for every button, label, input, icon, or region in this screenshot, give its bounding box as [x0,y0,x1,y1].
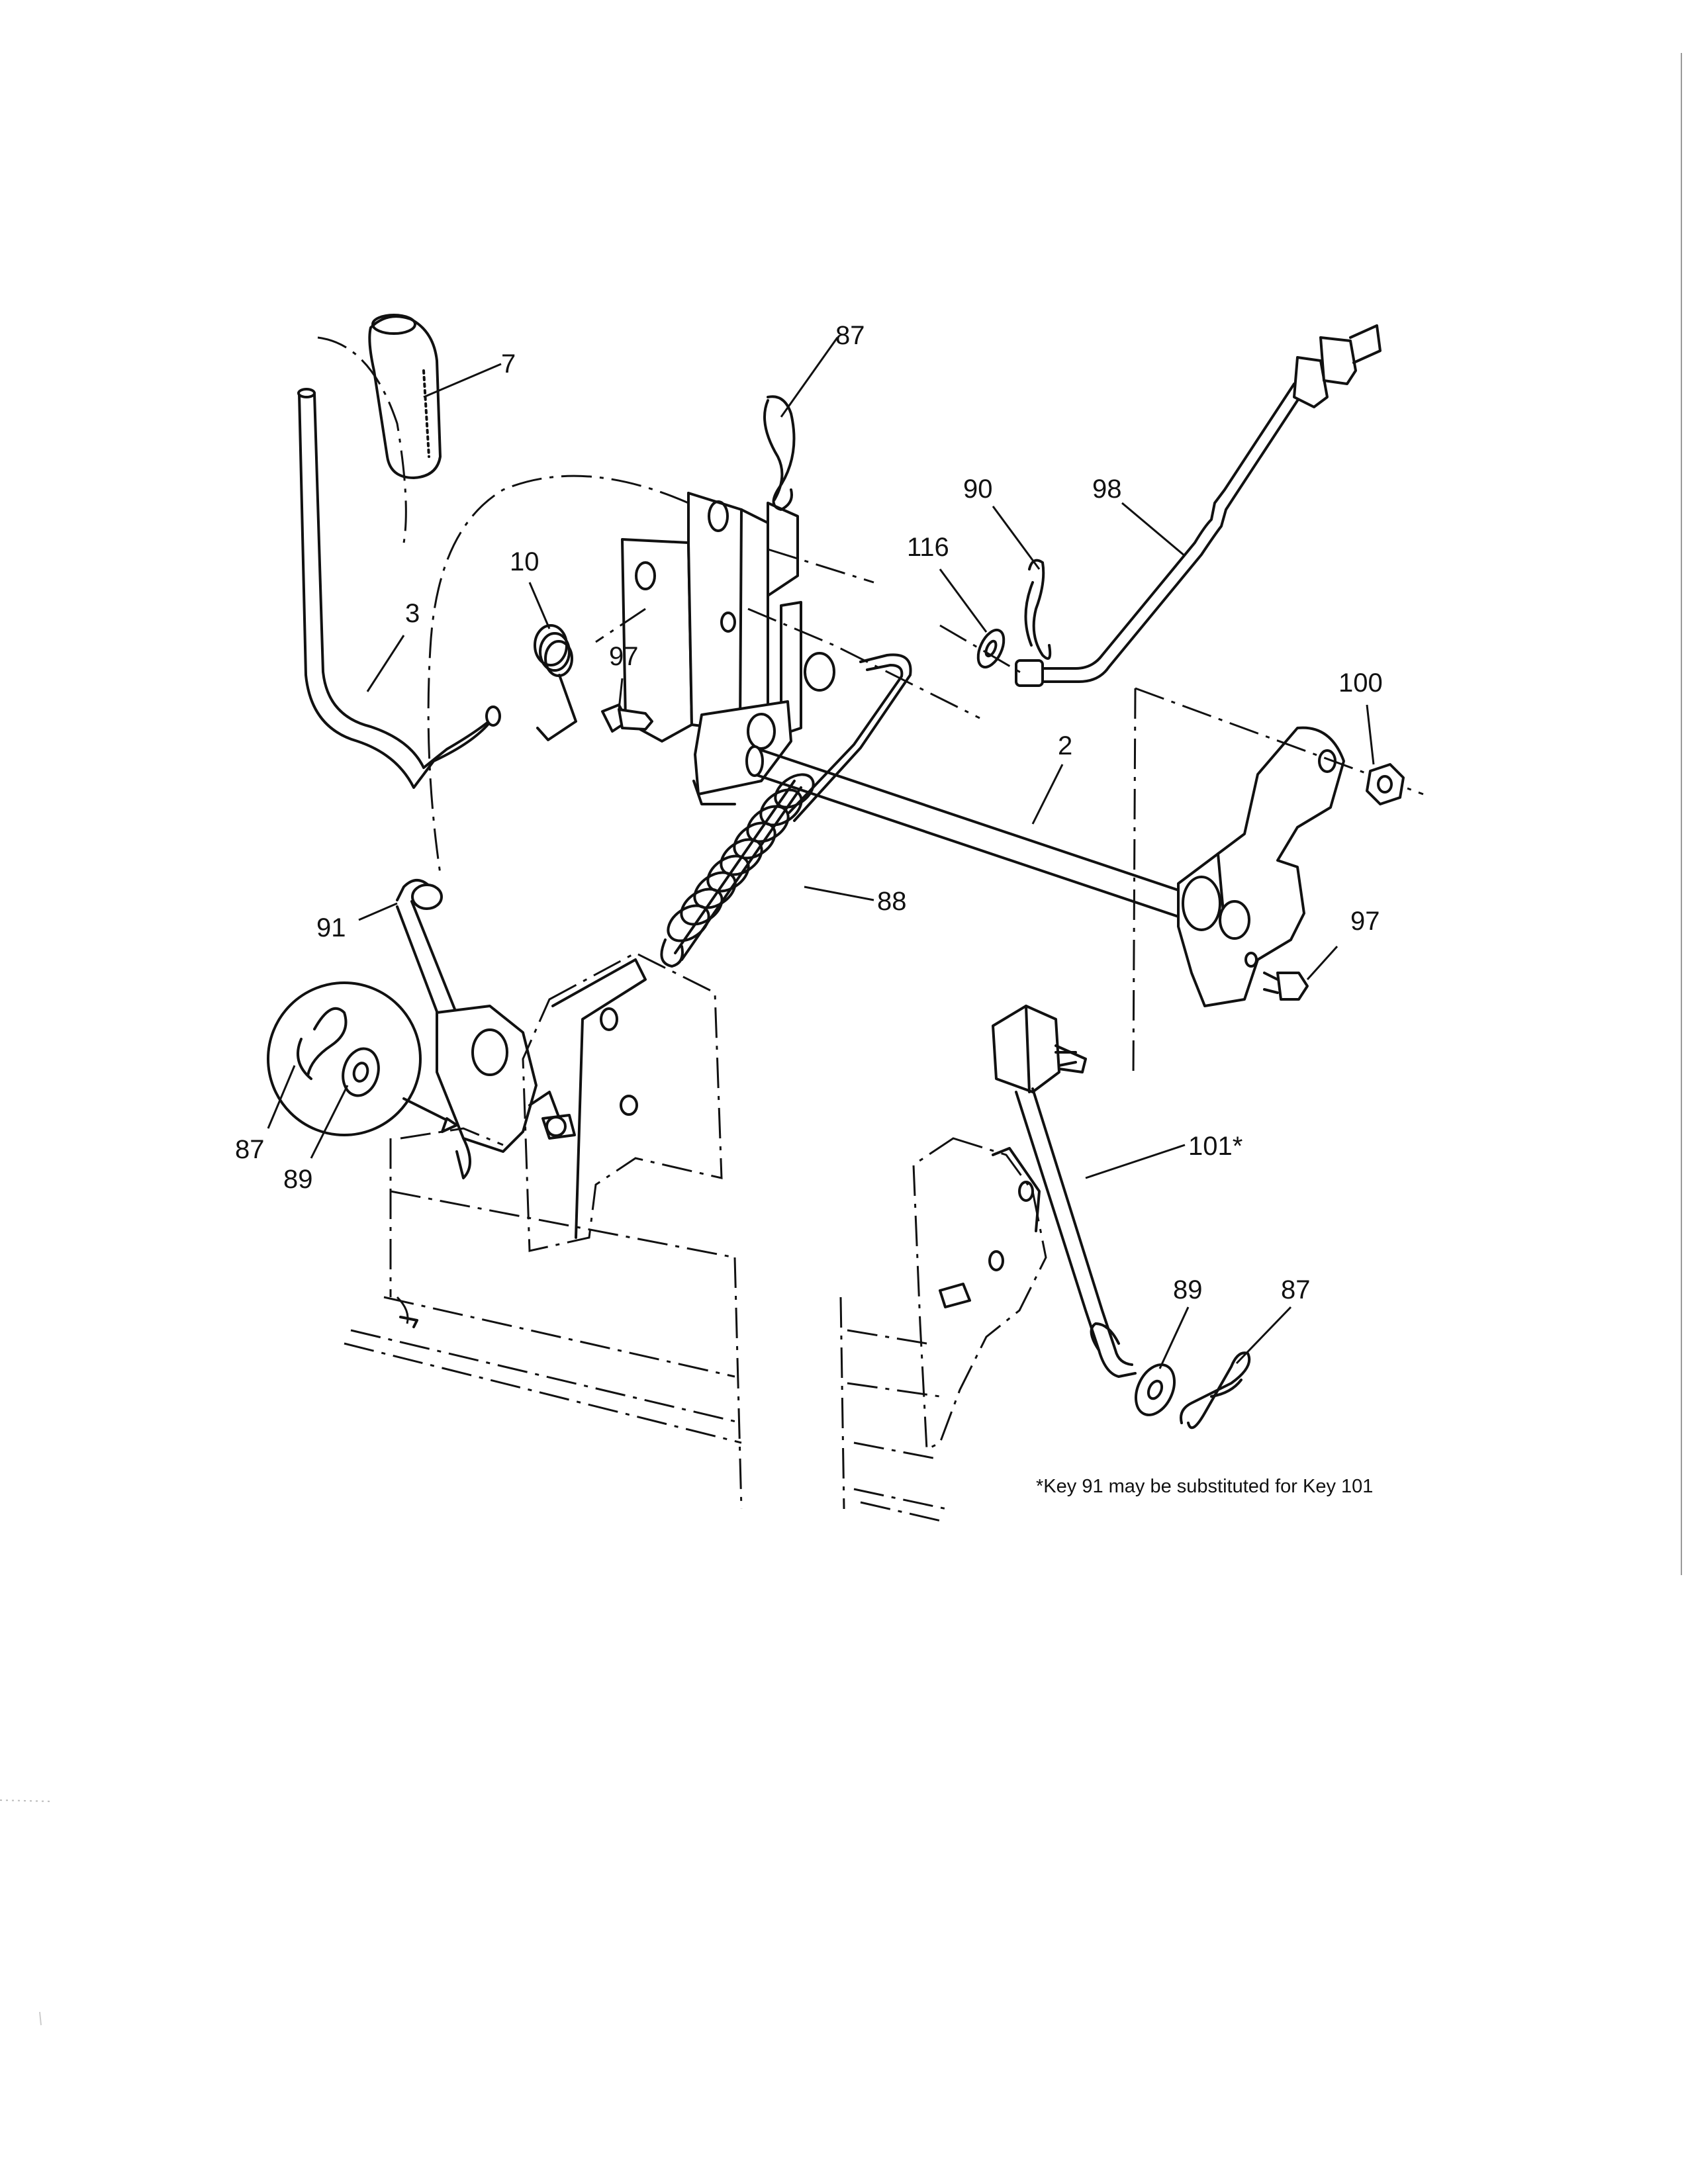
callout-87-top: 87 [835,321,865,350]
callout-7: 7 [501,349,516,379]
phantom-line-mid [747,608,980,719]
callout-87-right: 87 [1281,1275,1311,1304]
right-lift-arm [1177,726,1345,1007]
phantom-line-top [767,548,874,584]
torsion-spring-part-10 [534,624,577,741]
phantom-line-arc [427,475,689,874]
callout-labels: 7 87 90 98 116 10 3 97 100 2 88 97 91 87… [235,321,1383,1304]
bolt-part-97-lower [1263,972,1309,1001]
callout-91: 91 [316,913,346,942]
wire-loop [793,653,912,822]
callout-10: 10 [510,547,539,576]
lift-link-part-98 [1015,324,1382,687]
lift-bracket [621,492,835,805]
hairpin-clip-part-90 [1024,559,1052,660]
callout-98: 98 [1092,475,1122,504]
left-hanger-bracket [436,1005,576,1179]
spring-coils [667,773,815,942]
left-deck-outline [344,1127,743,1510]
callout-88: 88 [877,887,907,916]
extension-spring-part-88 [660,773,815,968]
lift-link-part-101 [992,1005,1137,1378]
callout-116: 116 [907,533,949,562]
scan-marks [0,1799,54,2026]
bolt-part-97-upper [601,704,653,733]
nut-part-100 [1366,763,1405,805]
callout-97-upper: 97 [609,642,639,671]
hand-grip-part-7 [368,314,442,479]
callout-100: 100 [1338,668,1383,698]
phantom-line-handle-arm [595,608,646,643]
right-deck-outline [839,1297,947,1524]
footnote: *Key 91 may be substituted for Key 101 [1036,1476,1373,1497]
phantom-line-handle [317,336,407,543]
leader-lines [267,337,1375,1369]
callout-2: 2 [1058,731,1072,760]
callout-89-right: 89 [1173,1275,1203,1304]
cross-shaft-part-2 [745,745,1180,918]
callout-97-lower: 97 [1350,907,1380,936]
lift-handle-part-3 [297,388,501,789]
callout-101: 101* [1188,1132,1243,1161]
hairpin-clip-part-87-top [763,395,796,511]
callout-87-left: 87 [235,1135,265,1164]
left-side-plate [522,952,723,1252]
hairpin-clip-part-87-right [1180,1351,1251,1430]
detail-circle [267,981,458,1136]
right-hanger-bracket [912,1137,1047,1451]
callout-89-left: 89 [283,1165,313,1194]
phantom-line-washer [939,624,1023,675]
washer-part-116 [976,628,1006,669]
washer-part-89-right [1134,1363,1176,1416]
callout-3: 3 [405,599,420,628]
callout-90: 90 [963,475,993,504]
phantom-line-right-vertical [1132,688,1137,1079]
